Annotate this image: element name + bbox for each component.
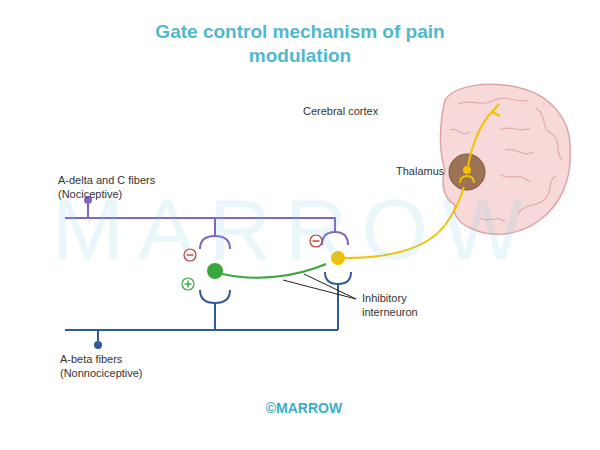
structure-label-box: Thalamus [396,165,444,179]
nonnociceptive-fiber [65,272,351,341]
cortical-fiber [468,104,500,166]
thalamic-synapse [460,176,474,183]
structure-label: Inhibitory interneuron [362,292,442,320]
structure-label-box: Inhibitory interneuron [362,292,442,320]
copyright-mark: ©MARROW [4,400,600,418]
excitation-sign [182,278,194,290]
structure-label: Thalamus [396,165,444,179]
title-box: Gate control mechanism of pain modulatio… [135,20,465,68]
thalamic-neuron [463,166,471,174]
fiber-dot [94,341,102,349]
fiber-label-box: A-beta fibers (Nonnociceptive) [60,353,170,381]
watermark-box: MARROW [52,186,537,272]
structure-label: Cerebral cortex [303,105,378,119]
thalamus-circle [449,154,485,190]
watermark: MARROW [52,186,537,272]
leader-line [283,274,356,299]
fiber-label: A-beta fibers (Nonnociceptive) [60,353,170,381]
copyright-mark-box: ©MARROW [4,400,600,418]
title: Gate control mechanism of pain modulatio… [135,20,465,68]
structure-label-box: Cerebral cortex [303,105,378,119]
